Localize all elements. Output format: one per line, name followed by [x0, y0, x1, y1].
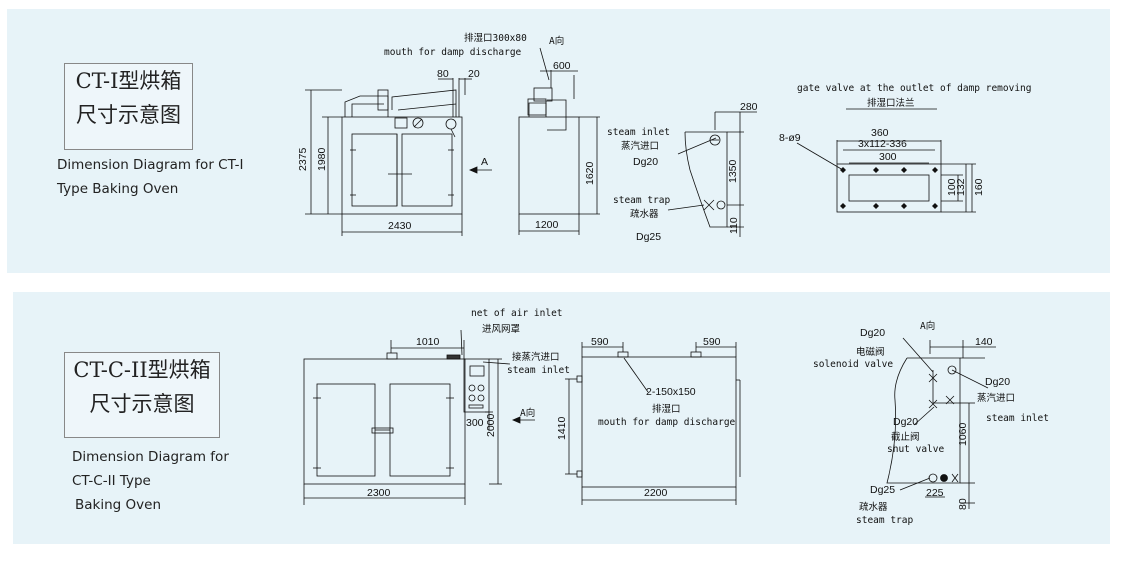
ct-i-dim-100: 100 [946, 178, 958, 196]
ct-c-ii-dim-140: 140 [975, 336, 993, 348]
ct-i-annotations: 排湿口300x80 mouth for damp discharge A向 80… [297, 32, 1032, 243]
ct-i-dim-360: 360 [871, 127, 889, 139]
ct-c-ii-annotations: net of air inlet 进风网罩 1010 接蒸汽进口 steam i… [367, 308, 1049, 526]
ct-c-ii-side-view [565, 342, 741, 505]
ct-i-flange-detail [796, 108, 976, 213]
ct-i-title-line2: 尺寸示意图 [76, 103, 181, 127]
ct-i-dim-300: 300 [879, 151, 897, 163]
ct-i-damp-en: mouth for damp discharge [384, 47, 522, 58]
ct-i-a-direction: A向 [549, 35, 564, 47]
ct-c-ii-damp-cn: 排湿口 [652, 403, 681, 415]
ct-c-ii-dg20-mid: Dg20 [893, 416, 918, 428]
ct-c-ii-air-cn: 进风网罩 [482, 324, 520, 335]
ct-i-steam-inlet-cn: 蒸汽进口 [621, 140, 659, 152]
ct-i-dim-2375: 2375 [297, 147, 309, 171]
ct-c-ii-dim-1060: 1060 [957, 422, 969, 446]
ct-c-ii-english-line2: CT-C-II Type [72, 473, 151, 489]
ct-i-a-arrow-label: A [481, 156, 488, 168]
ct-c-ii-title-line2: 尺寸示意图 [89, 392, 195, 416]
ct-c-ii-dim-1410: 1410 [556, 416, 568, 440]
ct-c-ii-dg20-right: Dg20 [985, 376, 1010, 388]
ct-i-steam-inlet-dg: Dg20 [633, 156, 658, 168]
ct-c-ii-trap-en: steam trap [856, 515, 913, 526]
ct-i-dim-160: 160 [973, 178, 985, 196]
ct-i-steam-trap-en: steam trap [613, 195, 670, 206]
ct-i-english-caption: Dimension Diagram for CT-I Type Baking O… [57, 153, 257, 201]
ct-i-steam-trap-dg: Dg25 [636, 231, 661, 243]
ct-i-dim-280: 280 [740, 101, 758, 113]
ct-c-ii-damp-spec: 2-150x150 [646, 386, 696, 398]
ct-c-ii-dg20-top: Dg20 [860, 327, 885, 339]
ct-c-ii-piping-detail [886, 337, 996, 509]
ct-i-dim-1200: 1200 [535, 219, 559, 231]
ct-i-damp-cn: 排湿口300x80 [464, 32, 527, 44]
ct-i-dim-80: 80 [437, 68, 449, 80]
ct-i-side-view [518, 47, 600, 235]
ct-c-ii-dim-225: 225 [926, 487, 944, 499]
ct-c-ii-dim-590a: 590 [591, 336, 609, 348]
ct-c-ii-dim-2200: 2200 [644, 487, 668, 499]
ct-c-ii-front-view [303, 329, 535, 505]
ct-i-dim-132: 132 [955, 178, 967, 196]
ct-c-ii-damp-en: mouth for damp discharge [598, 417, 736, 428]
ct-c-ii-shut-cn: 截止阀 [891, 431, 920, 443]
ct-i-dim-600: 600 [553, 60, 571, 72]
ct-c-ii-air-en: net of air inlet [471, 308, 563, 319]
ct-i-steam-inlet-en: steam inlet [607, 127, 670, 138]
ct-i-steam-trap-cn: 疏水器 [630, 208, 659, 220]
ct-i-gate-valve-cn: 排湿口法兰 [867, 97, 915, 109]
ct-c-ii-english-line3: Baking Oven [75, 497, 161, 513]
ct-i-gate-valve-en: gate valve at the outlet of damp removin… [797, 83, 1032, 94]
ct-i-dim-3x112: 3x112-336 [858, 138, 907, 150]
ct-c-ii-dg25: Dg25 [870, 484, 895, 496]
ct-i-dim-1620: 1620 [584, 161, 596, 185]
ct-c-ii-dim-80: 80 [957, 498, 969, 510]
ct-c-ii-dim-2000: 2000 [485, 413, 497, 437]
ct-i-dim-1980: 1980 [316, 147, 328, 171]
ct-c-ii-shut-en: shut valve [887, 444, 944, 455]
ct-i-title-line1: CT-I型烘箱 [75, 69, 182, 93]
ct-i-dim-1350: 1350 [727, 159, 739, 183]
flange-bolt-holes [840, 167, 938, 209]
ct-i-front-view [305, 78, 492, 236]
ct-i-english-line1: Dimension Diagram for CT-I [57, 157, 244, 173]
ct-c-ii-steam-inlet-cn: 接蒸汽进口 [512, 351, 560, 363]
ct-c-ii-solenoid-cn: 电磁阀 [856, 346, 885, 358]
ct-c-ii-steam-inlet-en2: steam inlet [986, 413, 1049, 424]
ct-i-dim-110: 110 [728, 217, 740, 234]
ct-c-ii-steam-inlet-cn2: 蒸汽进口 [977, 392, 1015, 404]
ct-c-ii-a-dir-right: A向 [920, 320, 935, 332]
ct-c-ii-english-line1: Dimension Diagram for [72, 449, 229, 465]
ct-i-english-line2: Type Baking Oven [57, 181, 179, 197]
ct-c-ii-dim-300: 300 [466, 417, 484, 429]
ct-c-ii-solenoid-en: solenoid valve [813, 359, 893, 370]
ct-c-ii-trap-cn: 疏水器 [859, 501, 888, 513]
ct-c-ii-title-line1: CT-C-II型烘箱 [73, 358, 211, 382]
ct-i-steam-pipe-detail [667, 111, 757, 237]
ct-c-ii-dim-2300: 2300 [367, 487, 391, 499]
ct-c-ii-dim-1010: 1010 [416, 336, 440, 348]
ct-c-ii-steam-inlet-en: steam inlet [507, 365, 570, 376]
ct-i-title-box: CT-I型烘箱 尺寸示意图 [64, 63, 193, 150]
ct-i-dim-2430: 2430 [388, 220, 412, 232]
ct-c-ii-dim-590b: 590 [703, 336, 721, 348]
ct-i-holes-label: 8-ø9 [779, 132, 801, 144]
ct-c-ii-english-caption: Dimension Diagram for CT-C-II Type Bakin… [72, 445, 242, 517]
ct-c-ii-a-dir-left: A向 [520, 407, 535, 419]
ct-i-dim-20: 20 [468, 68, 480, 80]
ct-c-ii-title-box: CT-C-II型烘箱 尺寸示意图 [64, 352, 220, 438]
